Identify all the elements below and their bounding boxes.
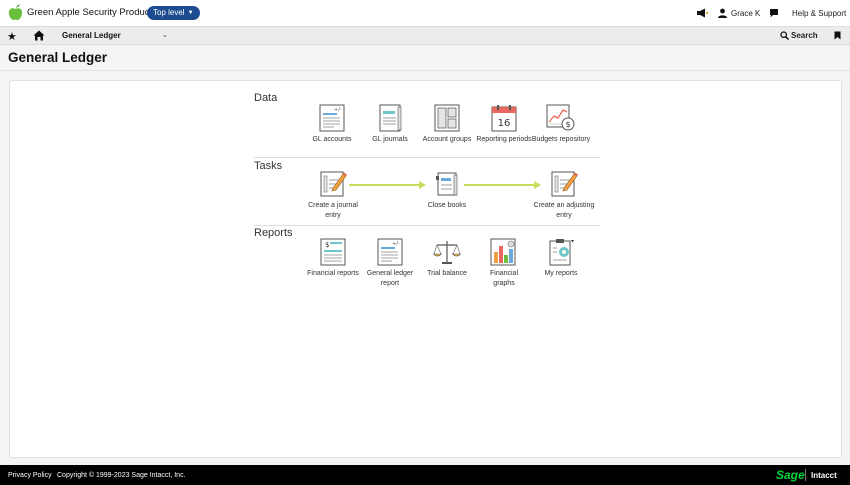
section-divider <box>254 157 600 158</box>
tile-label-line-2: entry <box>325 212 341 219</box>
tile-close-books[interactable]: Close books <box>413 170 481 211</box>
tile-label-line-1: Create a journal <box>308 202 358 209</box>
tile-reporting-periods[interactable]: 16 Reporting periods <box>470 104 538 145</box>
tile-create-journal-entry[interactable]: Create a journal entry <box>299 170 367 221</box>
tile-label: Account groups <box>422 136 472 143</box>
tile-label-line-1: Create an adjusting <box>533 202 595 209</box>
account-groups-icon <box>434 104 460 132</box>
page-title: General Ledger <box>8 50 108 65</box>
tile-financial-graphs[interactable]: Financial graphs <box>470 238 538 289</box>
svg-text:+/-: +/- <box>392 241 400 247</box>
tile-label-line-2: entry <box>556 212 572 219</box>
privacy-policy-link[interactable]: Privacy Policy <box>8 472 52 479</box>
footer: Privacy Policy Copyright © 1999-2023 Sag… <box>0 465 850 485</box>
help-support-link[interactable]: Help & Support <box>792 9 847 18</box>
entity-level-label: Top level <box>153 8 185 17</box>
nav-bar: ★ General Ledger ⌄ Search <box>0 26 850 45</box>
megaphone-icon[interactable] <box>696 8 708 18</box>
tile-label-line-1: Close books <box>427 202 467 209</box>
module-title[interactable]: General Ledger <box>62 31 121 40</box>
section-heading-data: Data <box>254 92 278 104</box>
tile-label: GL accounts <box>312 136 352 143</box>
calendar-icon: 16 <box>491 105 517 132</box>
calendar-day: 16 <box>498 118 511 129</box>
tile-gl-journals[interactable]: GL journals <box>356 104 424 145</box>
chevron-down-icon[interactable]: ⌄ <box>162 32 168 39</box>
tile-label: Budgets repository <box>531 136 591 143</box>
apple-logo-icon <box>8 4 23 20</box>
section-heading-tasks: Tasks <box>254 160 283 172</box>
divider <box>0 70 850 71</box>
tile-label-line-1: General ledger <box>366 270 414 277</box>
home-icon[interactable] <box>33 30 45 41</box>
arrow-right-icon <box>349 181 426 189</box>
user-name[interactable]: Grace K <box>731 9 761 18</box>
top-bar: Green Apple Security Products Top level … <box>0 0 850 26</box>
divider <box>805 469 806 481</box>
tile-label: GL journals <box>372 136 408 143</box>
gl-accounts-icon: +/- <box>319 104 345 132</box>
search-icon[interactable] <box>780 31 789 40</box>
tile-label: Reporting periods <box>476 136 532 143</box>
tile-budgets-repository[interactable]: $ Budgets repository <box>527 104 595 145</box>
tile-my-reports[interactable]: My reports <box>527 238 595 279</box>
tile-account-groups[interactable]: Account groups <box>413 104 481 145</box>
bar-chart-icon <box>490 238 516 266</box>
tile-label-line-1: My reports <box>544 270 578 277</box>
company-name[interactable]: Green Apple Security Products <box>27 7 157 18</box>
copyright-text: Copyright © 1999-2023 Sage Intacct, Inc. <box>57 472 186 479</box>
section-heading-reports: Reports <box>254 227 293 239</box>
tile-create-adjusting-entry[interactable]: Create an adjusting entry <box>528 170 600 221</box>
svg-text:$: $ <box>325 241 329 249</box>
tile-label-line-1: Trial balance <box>427 270 467 277</box>
tile-gl-report[interactable]: +/- General ledger report <box>356 238 424 289</box>
svg-text:$: $ <box>565 120 570 129</box>
arrow-right-icon <box>464 181 541 189</box>
content-card <box>9 80 842 458</box>
tile-label-line-2: graphs <box>493 280 515 287</box>
star-icon[interactable]: ★ <box>7 31 17 43</box>
tile-label-line-1: Financial reports <box>307 270 359 277</box>
chat-icon[interactable] <box>769 8 779 18</box>
gl-journals-icon <box>379 104 402 132</box>
section-divider <box>254 225 600 226</box>
clipboard-icon <box>549 239 574 266</box>
intacct-logo: Intacct <box>811 471 837 480</box>
tile-label-line-2: report <box>380 280 400 287</box>
sage-logo: Sage <box>776 468 805 482</box>
tile-trial-balance[interactable]: Trial balance <box>413 238 481 279</box>
gl-report-icon: +/- <box>377 238 403 266</box>
search-button[interactable]: Search <box>791 31 818 40</box>
financial-reports-icon: $ <box>320 238 346 266</box>
chevron-down-icon: ▼ <box>187 10 194 16</box>
tile-financial-reports[interactable]: $ Financial reports <box>299 238 367 279</box>
bookmark-icon[interactable] <box>834 31 841 40</box>
journal-entry-icon <box>320 171 347 197</box>
svg-text:+/-: +/- <box>334 107 342 113</box>
entity-level-button[interactable]: Top level ▼ <box>147 6 200 20</box>
tile-gl-accounts[interactable]: +/- GL accounts <box>298 104 366 145</box>
budgets-icon: $ <box>546 104 575 131</box>
user-icon[interactable] <box>718 8 727 18</box>
close-books-icon <box>436 172 458 196</box>
tile-label-line-1: Financial <box>489 270 518 277</box>
adjusting-entry-icon <box>551 171 578 197</box>
scale-icon <box>433 241 461 264</box>
